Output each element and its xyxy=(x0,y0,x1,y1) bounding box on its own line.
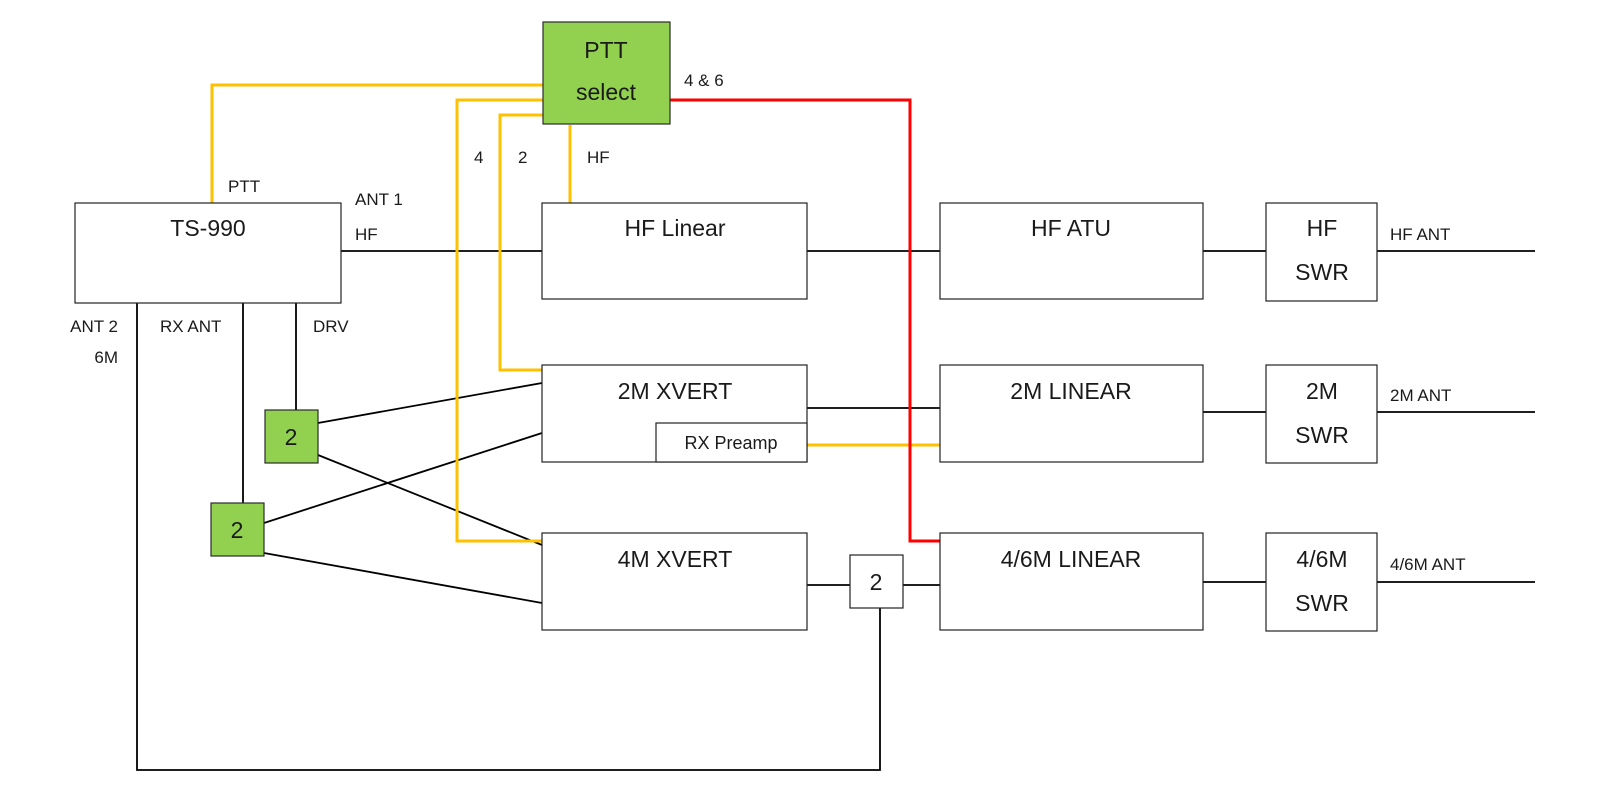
label-drv: DRV xyxy=(313,317,349,336)
hf-atu-label: HF ATU xyxy=(1031,215,1111,241)
label-hf-ant: HF ANT xyxy=(1390,225,1450,244)
block-2m-linear[interactable]: 2M LINEAR xyxy=(939,364,1204,463)
block-2m-swr[interactable]: 2M SWR xyxy=(1265,364,1378,464)
block-hf-swr[interactable]: HF SWR xyxy=(1265,202,1378,302)
wire-rx-switch-2m xyxy=(263,432,543,524)
label-ptt-4: 4 xyxy=(474,148,483,167)
label-ant2-6m: 6M xyxy=(94,348,118,367)
hf-linear-label: HF Linear xyxy=(625,215,726,241)
block-hf-linear[interactable]: HF Linear xyxy=(541,202,808,300)
wire-rx-switch-4m xyxy=(263,552,543,604)
block-ts990[interactable]: TS-990 xyxy=(74,202,342,304)
label-ptt-2: 2 xyxy=(518,148,527,167)
hf-swr-label-1: HF xyxy=(1307,215,1338,241)
rf-wiring xyxy=(136,250,1535,771)
wire-ant2-6m-loop xyxy=(136,303,881,771)
swr-46m-label-2: SWR xyxy=(1295,590,1349,616)
switch-46m-label: 2 xyxy=(870,569,883,595)
label-ant2: ANT 2 xyxy=(70,317,118,336)
label-ant1-hf: HF xyxy=(355,225,378,244)
ptt-line-2m xyxy=(498,113,543,372)
block-ts990-label: TS-990 xyxy=(170,215,245,241)
wire-drv-switch-4m xyxy=(317,454,543,546)
label-ptt: PTT xyxy=(228,177,260,196)
wire-drv-switch-2m xyxy=(317,382,543,424)
swr-2m-label-1: 2M xyxy=(1306,378,1338,404)
ptt-select-label-1: PTT xyxy=(584,37,627,63)
label-2m-ant: 2M ANT xyxy=(1390,386,1451,405)
label-ptt-hf: HF xyxy=(587,148,610,167)
xvert-4m-label: 4M XVERT xyxy=(618,546,733,572)
port-labels: PTT ANT 1 HF ANT 2 6M RX ANT DRV 4 2 HF … xyxy=(70,71,1465,574)
switch-rx-ant-label: 2 xyxy=(231,517,244,543)
ptt-line-4-and-6 xyxy=(670,98,940,543)
hf-swr-label-2: SWR xyxy=(1295,259,1349,285)
block-hf-atu[interactable]: HF ATU xyxy=(939,202,1204,300)
switch-rx-ant[interactable]: 2 xyxy=(210,502,265,557)
ptt-line-4m xyxy=(455,98,543,543)
rx-preamp-label: RX Preamp xyxy=(684,433,777,453)
switch-drv-label: 2 xyxy=(285,424,298,450)
label-ptt-4-and-6: 4 & 6 xyxy=(684,71,724,90)
ptt-line-ts990 xyxy=(210,83,543,203)
linear-46m-label: 4/6M LINEAR xyxy=(1001,546,1142,572)
label-46m-ant: 4/6M ANT xyxy=(1390,555,1466,574)
block-46m-swr[interactable]: 4/6M SWR xyxy=(1265,532,1378,632)
block-ptt-select[interactable]: PTT select xyxy=(542,21,671,125)
switch-46m[interactable]: 2 xyxy=(849,554,904,609)
ptt-wiring xyxy=(210,83,940,543)
linear-2m-label: 2M LINEAR xyxy=(1010,378,1131,404)
block-rx-preamp[interactable]: RX Preamp xyxy=(655,422,808,463)
xvert-2m-label: 2M XVERT xyxy=(618,378,733,404)
swr-46m-label-1: 4/6M xyxy=(1296,546,1347,572)
swr-2m-label-2: SWR xyxy=(1295,422,1349,448)
switch-drv[interactable]: 2 xyxy=(264,409,319,464)
block-46m-linear[interactable]: 4/6M LINEAR xyxy=(939,532,1204,631)
label-ant1: ANT 1 xyxy=(355,190,403,209)
block-4m-xvert[interactable]: 4M XVERT xyxy=(541,532,808,631)
label-rx-ant: RX ANT xyxy=(160,317,221,336)
ptt-select-label-2: select xyxy=(576,79,637,105)
